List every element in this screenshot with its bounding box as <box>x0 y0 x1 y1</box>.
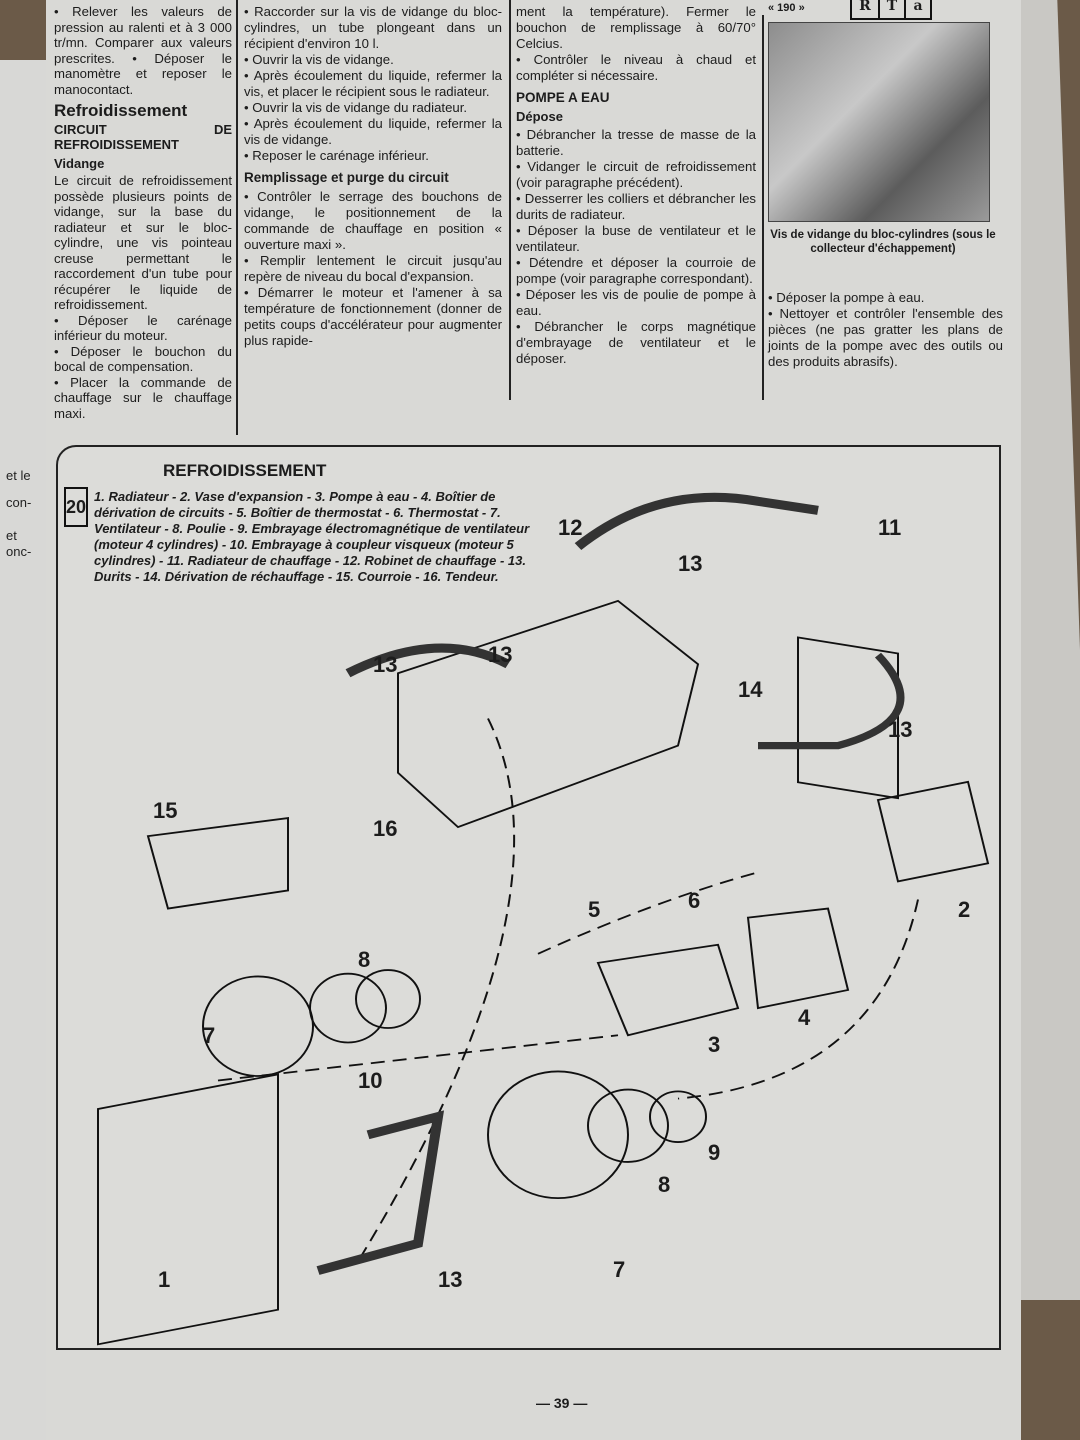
callout-3: 3 <box>708 1032 721 1057</box>
model-label: « 190 » <box>768 2 805 14</box>
column-divider <box>236 0 238 435</box>
intro-text: • Relever les valeurs de pression au ral… <box>54 4 232 97</box>
figure-title: REFROIDISSEMENT <box>163 461 327 480</box>
pulley-shape <box>309 972 387 1044</box>
sub-heading: Vidange <box>54 155 105 171</box>
fragment: con- <box>6 495 32 510</box>
section-heading: Remplissage et purge du circuit <box>244 170 449 185</box>
manual-page: • Relever les valeurs de pression au ral… <box>46 0 1021 1440</box>
list-item: Déposer le bouchon du bocal de compensat… <box>54 343 233 375</box>
callout-13: 13 <box>488 642 513 667</box>
callout-13: 13 <box>678 551 703 576</box>
hose-shape <box>345 643 511 678</box>
list-item: Contrôler le niveau à chaud et compléter… <box>516 52 756 83</box>
column-2: • Raccorder sur la vis de vidange du blo… <box>244 4 503 348</box>
callout-16: 16 <box>373 816 398 841</box>
list-item: Ouvrir la vis de vidange. <box>252 52 394 67</box>
logo-letter: T <box>878 0 904 18</box>
callout-8: 8 <box>658 1172 671 1197</box>
list-item: Détendre et déposer la courroie de pompe… <box>516 255 756 286</box>
list-item: Après écoulement du liquide, refermer la… <box>244 68 502 99</box>
belt-shape <box>146 817 289 910</box>
pump-shape <box>596 943 740 1037</box>
left-page-edge: et le con- et onc- <box>0 60 52 1440</box>
fragment: onc- <box>6 544 32 559</box>
callout-13: 13 <box>373 652 398 677</box>
callout-5: 5 <box>588 897 601 922</box>
callout-2: 2 <box>958 897 971 922</box>
callout-13: 13 <box>888 717 913 742</box>
callout-4: 4 <box>798 1005 811 1030</box>
pulley-shape <box>587 1088 669 1163</box>
list-item: Déposer le carénage inférieur du moteur. <box>54 312 232 344</box>
figure-legend: 1. Radiateur - 2. Vase d'expansion - 3. … <box>94 489 530 584</box>
engine-photo <box>768 22 990 222</box>
cooling-diagram: 20 REFROIDISSEMENT 1. Radiateur - 2. Vas… <box>56 445 1001 1350</box>
callout-1: 1 <box>158 1267 171 1292</box>
list-item: Reposer le carénage inférieur. <box>252 148 429 163</box>
pulley-shape <box>649 1090 707 1143</box>
list-item: Contrôler le serrage des bouchons de vid… <box>244 189 502 252</box>
list-item: Débrancher le corps magnétique d'embraya… <box>516 319 756 366</box>
dashed-flow-line <box>217 718 919 1262</box>
list-item: Déposer la buse de ventilateur et le ven… <box>516 223 757 254</box>
callout-11: 11 <box>878 515 902 540</box>
fan-shape <box>487 1070 629 1200</box>
section-heading: Refroidissement <box>54 101 188 120</box>
section-heading: POMPE A EAU <box>516 90 610 105</box>
list-item: Vidanger le circuit de refroidissement (… <box>516 159 756 190</box>
list-item: Remplir lentement le circuit jusqu'au re… <box>244 253 503 284</box>
column-4: • Déposer la pompe à eau. • Nettoyer et … <box>768 290 1003 369</box>
exploded-view-drawing <box>97 492 990 1346</box>
rta-logo: R T a <box>850 0 932 20</box>
body-text: Le circuit de refroidissement possède pl… <box>54 173 232 312</box>
pulley-shape <box>355 969 421 1029</box>
callout-10: 10 <box>358 1068 383 1093</box>
intro-text: ment la température). Fermer le bouchon … <box>516 4 756 51</box>
list-item: Après écoulement du liquide, refermer la… <box>244 116 502 147</box>
callout-15: 15 <box>153 798 178 823</box>
column-divider <box>762 15 764 400</box>
callout-9: 9 <box>708 1140 721 1165</box>
list-item: Débrancher la tresse de masse de la batt… <box>516 127 757 158</box>
column-1: • Relever les valeurs de pression au ral… <box>54 4 233 421</box>
column-divider <box>509 0 511 400</box>
photo-caption: Vis de vidange du bloc-cylindres (sous l… <box>770 229 996 255</box>
engine-block-shape <box>397 599 700 829</box>
list-item: Ouvrir la vis de vidange du radiateur. <box>252 100 468 115</box>
fan-shape <box>202 975 314 1077</box>
figure-number: 20 <box>64 487 88 527</box>
list-item: Desserrer les colliers et débrancher les… <box>516 191 756 222</box>
logo-letter: R <box>859 0 871 14</box>
callout-13: 13 <box>438 1267 463 1292</box>
fragment: et le <box>6 468 31 483</box>
radiator-shape <box>97 1073 279 1346</box>
logo-letter: a <box>904 0 930 18</box>
housing-shape <box>746 907 850 1010</box>
page-number: — 39 — <box>536 1395 588 1411</box>
list-item: Démarrer le moteur et l'amener à sa temp… <box>244 285 503 348</box>
list-item: Déposer les vis de poulie de pompe à eau… <box>516 287 756 318</box>
callout-12: 12 <box>558 515 583 540</box>
hose-shape <box>574 492 819 550</box>
hose-shape <box>316 1110 445 1275</box>
fragment: et <box>6 528 17 543</box>
heater-radiator-shape <box>797 636 899 800</box>
column-3: ment la température). Fermer le bouchon … <box>516 4 757 366</box>
list-item: Placer la commande de chauffage sur le c… <box>54 374 232 421</box>
hose-shape <box>758 652 905 750</box>
callout-7: 7 <box>613 1257 626 1282</box>
intro-text: • Raccorder sur la vis de vidange du blo… <box>244 4 502 51</box>
list-item: Nettoyer et contrôler l'ensemble des piè… <box>768 306 1003 369</box>
sub-heading: Dépose <box>516 109 563 124</box>
subsection-heading: CIRCUIT DE REFROIDISSEMENT <box>54 121 232 153</box>
callout-7: 7 <box>203 1023 216 1048</box>
callout-6: 6 <box>688 888 701 913</box>
expansion-tank-shape <box>876 780 990 883</box>
callout-8: 8 <box>358 947 371 972</box>
callout-14: 14 <box>738 677 763 702</box>
list-item: Déposer la pompe à eau. <box>776 290 925 305</box>
